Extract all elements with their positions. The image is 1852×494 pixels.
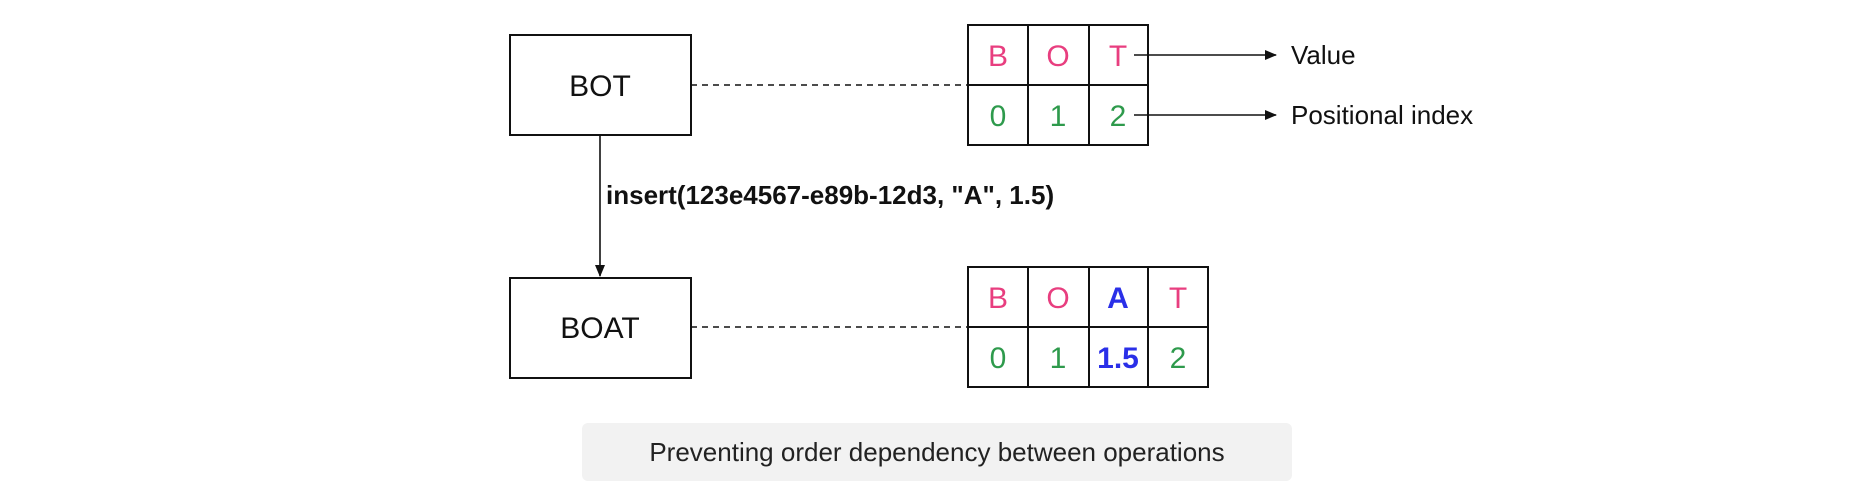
boat-value-cell: O [1046,282,1069,315]
boat-label: BOAT [560,312,639,345]
boat-box [509,277,692,379]
bot-value-cell: T [1109,40,1127,73]
insert-operation-label: insert(123e4567-e89b-12d3, "A", 1.5) [606,180,1054,210]
bot-index-cell: 2 [1110,100,1127,133]
boat-index-cell: 2 [1170,342,1187,375]
bot-box [509,34,692,136]
diagram-caption: Preventing order dependency between oper… [582,423,1292,481]
bot-table: B O T 0 1 2 [967,24,1149,146]
bot-index-cell: 0 [990,100,1007,133]
boat-index-cell: 0 [990,342,1007,375]
index-legend-label: Positional index [1291,100,1473,130]
boat-inserted-value-cell: A [1107,282,1129,315]
bot-label: BOT [569,70,631,103]
boat-value-cell: T [1169,282,1187,315]
boat-value-cell: B [988,282,1008,315]
boat-index-cell: 1 [1050,342,1067,375]
bot-value-cell: O [1046,40,1069,73]
bot-index-cell: 1 [1050,100,1067,133]
value-legend-label: Value [1291,40,1356,70]
bot-value-cell: B [988,40,1008,73]
boat-inserted-index-cell: 1.5 [1097,342,1139,375]
boat-table: B O A T 0 1 1.5 2 [967,266,1209,388]
